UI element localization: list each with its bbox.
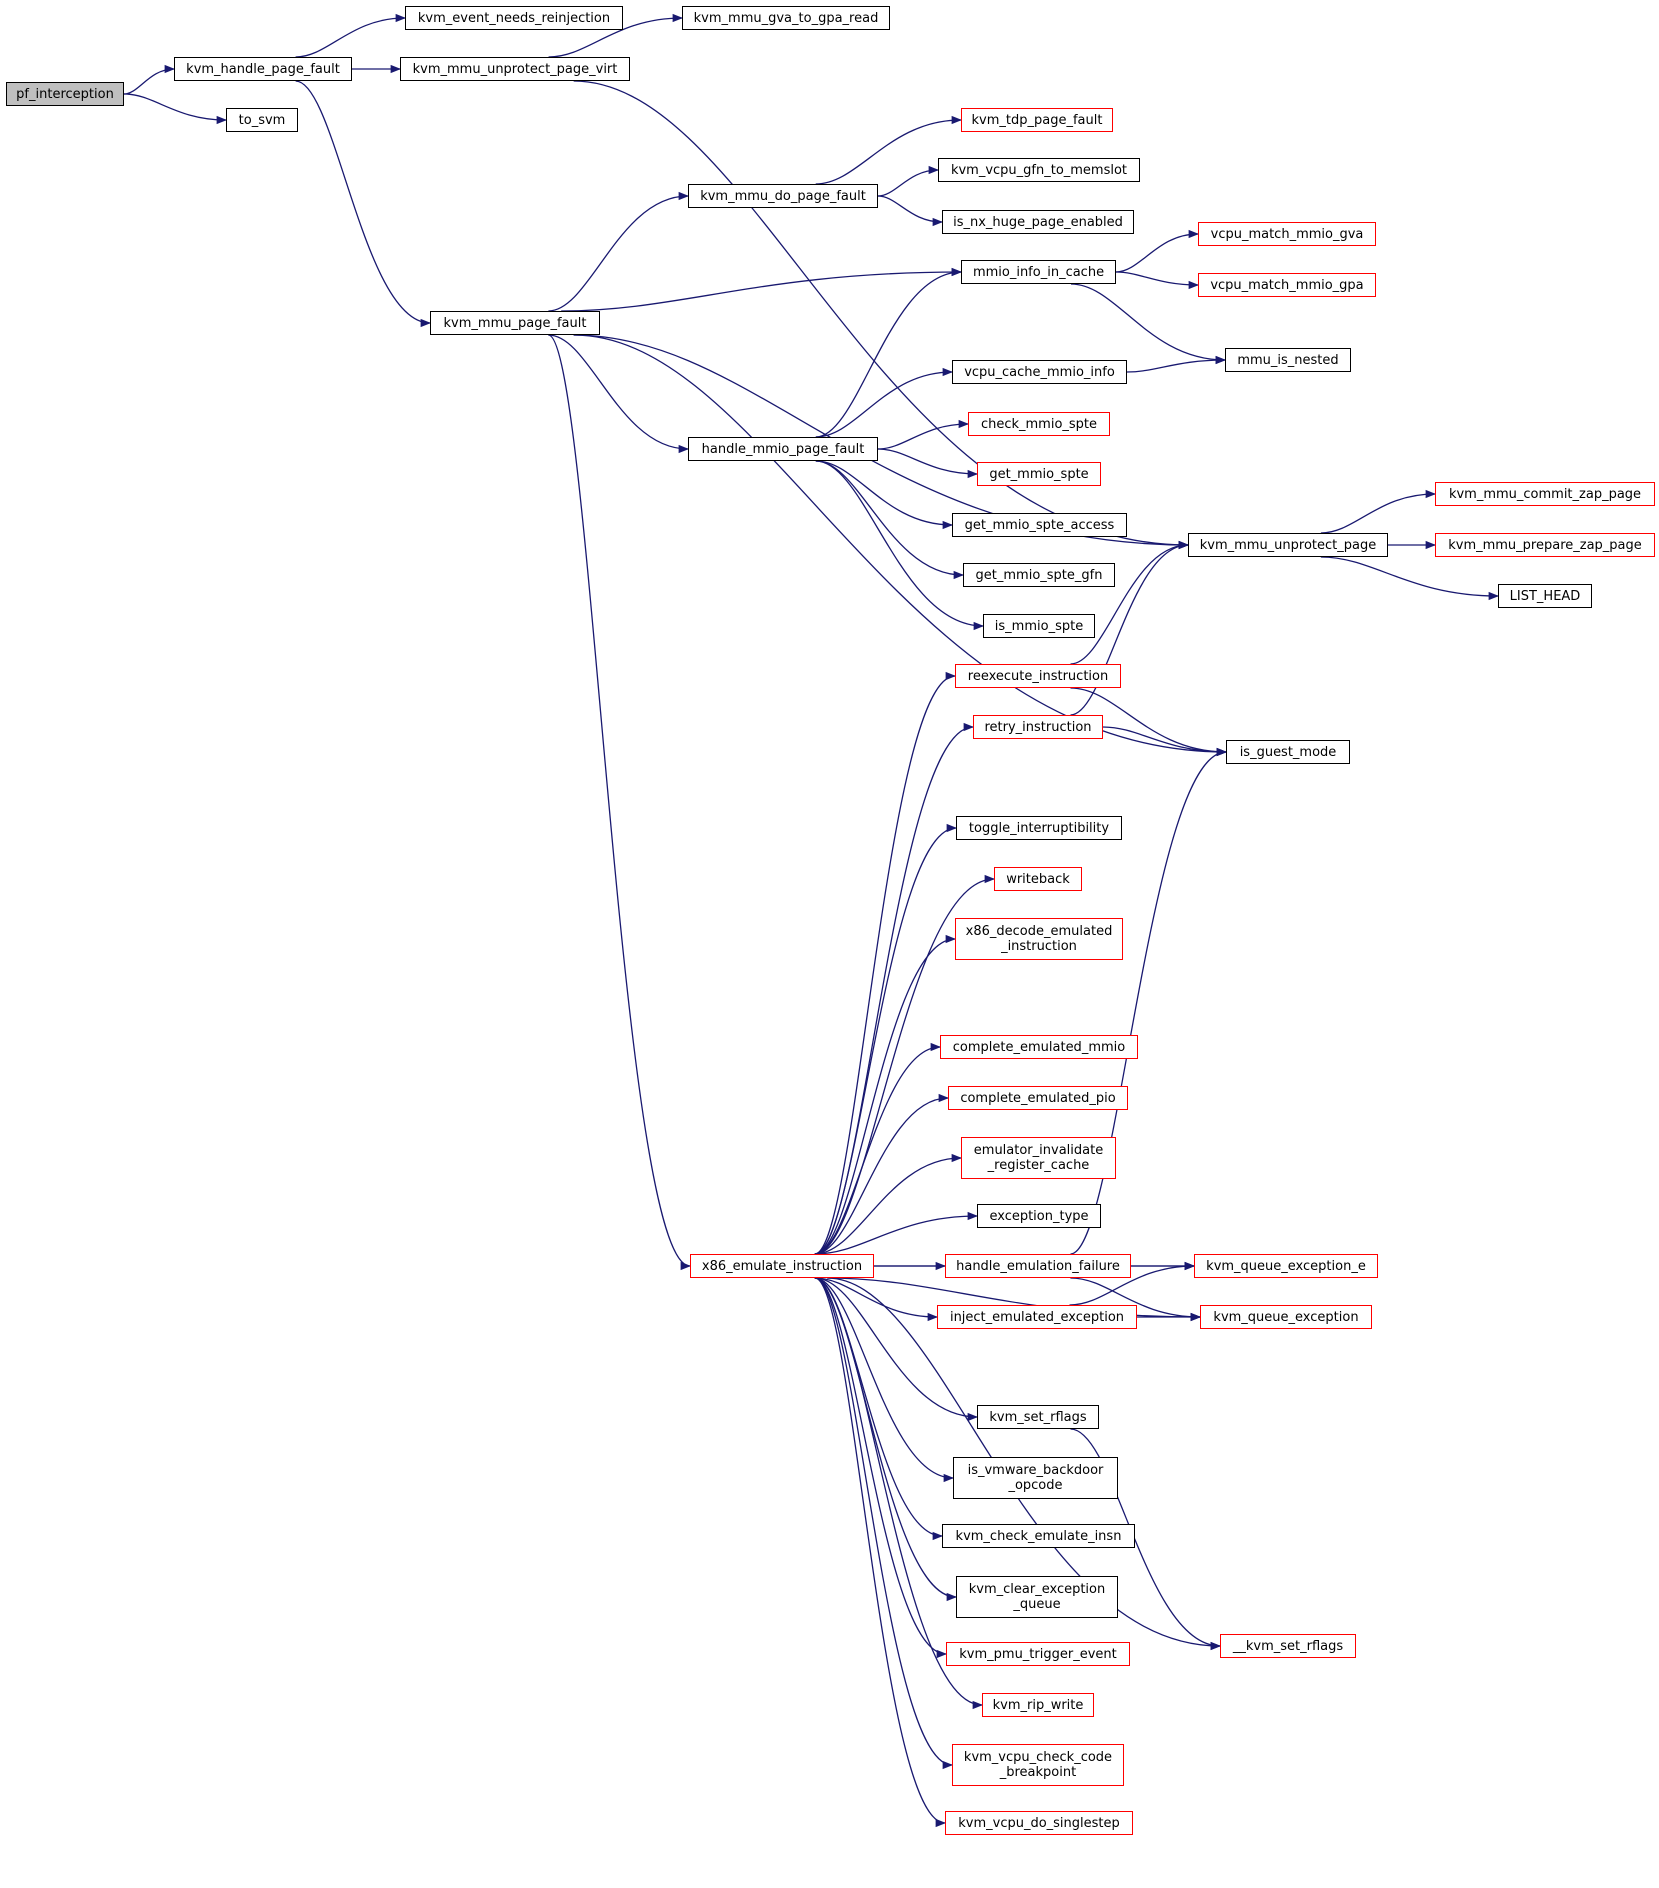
node-complete-emulated-pio[interactable]: complete_emulated_pio (948, 1086, 1128, 1110)
edge-x86-emulate-instruction-to-inject-emulated-exception (814, 1277, 939, 1322)
node-writeback[interactable]: writeback (994, 867, 1082, 891)
node-emulator-invalidate-register-cache[interactable]: emulator_invalidate _register_cache (961, 1137, 1116, 1179)
edge-handle-mmio-page-fault-to-check-mmio-spte (877, 419, 970, 450)
node-kvm-vcpu-check-code-breakpoint[interactable]: kvm_vcpu_check_code _breakpoint (952, 1744, 1124, 1786)
edge-x86-emulate-instruction-to-complete-emulated-mmio (814, 1042, 942, 1255)
node-kvm-clear-exception-queue[interactable]: kvm_clear_exception _queue (956, 1576, 1118, 1618)
node-reexecute-instruction[interactable]: reexecute_instruction (955, 664, 1121, 688)
node-kvm-set-rflags[interactable]: __kvm_set_rflags (1220, 1634, 1356, 1658)
node-is-guest-mode[interactable]: is_guest_mode (1226, 740, 1350, 764)
node-kvm-mmu-prepare-zap-page[interactable]: kvm_mmu_prepare_zap_page (1435, 533, 1655, 557)
node-kvm-rip-write[interactable]: kvm_rip_write (982, 1693, 1094, 1717)
edge-handle-mmio-page-fault-to-mmio-info-in-cache (815, 267, 963, 438)
node-get-mmio-spte-access[interactable]: get_mmio_spte_access (952, 513, 1127, 537)
node-kvm-mmu-commit-zap-page[interactable]: kvm_mmu_commit_zap_page (1435, 482, 1655, 506)
node-handle-mmio-page-fault[interactable]: handle_mmio_page_fault (688, 437, 878, 461)
edge-pf-interception-to-to-svm (123, 93, 228, 125)
node-kvm-pmu-trigger-event[interactable]: kvm_pmu_trigger_event (946, 1642, 1130, 1666)
edge-reexecute-instruction-to-kvm-mmu-unprotect-page (1070, 540, 1190, 665)
edge-handle-mmio-page-fault-to-get-mmio-spte-gfn (815, 460, 965, 580)
edge-x86-emulate-instruction-to-kvm-vcpu-do-singlestep (814, 1277, 947, 1828)
edge-kvm-mmu-unprotect-page-to-LIST-HEAD (1320, 556, 1500, 601)
edge-kvm-mmu-do-page-fault-to-is-nx-huge-page-enabled (877, 195, 944, 227)
edge-inject-emulated-exception-to-kvm-queue-exception-e (1069, 1261, 1196, 1306)
node-complete-emulated-mmio[interactable]: complete_emulated_mmio (940, 1035, 1138, 1059)
node-pf-interception[interactable]: pf_interception (6, 82, 124, 106)
edge-retry-instruction-to-is-guest-mode (1102, 726, 1228, 757)
edge-kvm-handle-page-fault-to-kvm-event-needs-reinjection (295, 13, 407, 58)
node-to-svm[interactable]: to_svm (226, 108, 298, 132)
node-is-vmware-backdoor-opcode[interactable]: is_vmware_backdoor _opcode (953, 1457, 1118, 1499)
edge-handle-emulation-failure-to-kvm-queue-exception (1070, 1277, 1202, 1322)
edge-handle-mmio-page-fault-to-get-mmio-spte (877, 448, 979, 479)
edge-retry-instruction-to-kvm-mmu-unprotect-page (1070, 540, 1190, 716)
node-mmio-info-in-cache[interactable]: mmio_info_in_cache (961, 260, 1116, 284)
edge-kvm-mmu-page-fault-to-mmio-info-in-cache (561, 267, 963, 312)
edge-reexecute-instruction-to-is-guest-mode (1070, 687, 1228, 757)
node-kvm-vcpu-gfn-to-memslot[interactable]: kvm_vcpu_gfn_to_memslot (938, 158, 1140, 182)
node-kvm-queue-exception-e[interactable]: kvm_queue_exception_e (1194, 1254, 1378, 1278)
edge-kvm-mmu-unprotect-page-virt-to-kvm-mmu-gva-to-gpa-read (548, 13, 684, 58)
node-is-mmio-spte[interactable]: is_mmio_spte (983, 614, 1095, 638)
edge-handle-mmio-page-fault-to-get-mmio-spte-access (815, 460, 954, 530)
node-vcpu-match-mmio-gpa[interactable]: vcpu_match_mmio_gpa (1198, 273, 1376, 297)
edge-kvm-mmu-do-page-fault-to-kvm-tdp-page-fault (815, 115, 963, 185)
edge-x86-emulate-instruction-to-kvm-set-rflags (814, 1277, 979, 1422)
node-kvm-set-rflags[interactable]: kvm_set_rflags (977, 1405, 1099, 1429)
edge-vcpu-cache-mmio-info-to-mmu-is-nested (1126, 355, 1227, 373)
edge-x86-emulate-instruction-to-kvm-pmu-trigger-event (814, 1277, 948, 1659)
edge-pf-interception-to-kvm-handle-page-fault (123, 64, 176, 95)
node-kvm-check-emulate-insn[interactable]: kvm_check_emulate_insn (942, 1524, 1135, 1548)
node-inject-emulated-exception[interactable]: inject_emulated_exception (937, 1305, 1137, 1329)
edge-x86-emulate-instruction-to-emulator-invalidate-register-cache (814, 1153, 963, 1255)
edge-kvm-mmu-do-page-fault-to-kvm-vcpu-gfn-to-memslot (877, 165, 940, 197)
edge-mmio-info-in-cache-to-vcpu-match-mmio-gva (1115, 229, 1200, 273)
node-kvm-mmu-do-page-fault[interactable]: kvm_mmu_do_page_fault (688, 184, 878, 208)
node-kvm-mmu-gva-to-gpa-read[interactable]: kvm_mmu_gva_to_gpa_read (682, 6, 890, 30)
node-retry-instruction[interactable]: retry_instruction (973, 715, 1103, 739)
node-kvm-handle-page-fault[interactable]: kvm_handle_page_fault (174, 57, 352, 81)
edge-mmio-info-in-cache-to-mmu-is-nested (1070, 283, 1227, 365)
edge-handle-mmio-page-fault-to-is-mmio-spte (815, 460, 985, 631)
node-kvm-mmu-unprotect-page-virt[interactable]: kvm_mmu_unprotect_page_virt (400, 57, 630, 81)
edge-x86-emulate-instruction-to-writeback (814, 874, 996, 1255)
edge-kvm-mmu-unprotect-page-to-kvm-mmu-commit-zap-page (1320, 489, 1437, 534)
edge-kvm-handle-page-fault-to-kvm-mmu-page-fault (295, 80, 432, 328)
node-check-mmio-spte[interactable]: check_mmio_spte (968, 412, 1110, 436)
edge-kvm-mmu-page-fault-to-x86-emulate-instruction (548, 334, 692, 1271)
edge-x86-emulate-instruction-to-complete-emulated-pio (814, 1093, 950, 1255)
edge-x86-emulate-instruction-to-kvm-vcpu-check-code-breakpoint (814, 1277, 954, 1770)
edge-x86-emulate-instruction-to-kvm-rip-write (814, 1277, 984, 1710)
edge-x86-emulate-instruction-to-exception-type (814, 1211, 979, 1255)
node-toggle-interruptibility[interactable]: toggle_interruptibility (956, 816, 1122, 840)
node-x86-decode-emulated-instruction[interactable]: x86_decode_emulated _instruction (955, 918, 1123, 960)
node-get-mmio-spte[interactable]: get_mmio_spte (977, 462, 1101, 486)
node-kvm-event-needs-reinjection[interactable]: kvm_event_needs_reinjection (405, 6, 623, 30)
edge-x86-emulate-instruction-to-x86-decode-emulated-instruction (814, 934, 957, 1255)
node-mmu-is-nested[interactable]: mmu_is_nested (1225, 348, 1351, 372)
node-get-mmio-spte-gfn[interactable]: get_mmio_spte_gfn (963, 563, 1115, 587)
edge-kvm-mmu-page-fault-to-kvm-mmu-do-page-fault (548, 191, 690, 312)
node-kvm-mmu-page-fault[interactable]: kvm_mmu_page_fault (430, 311, 600, 335)
node-exception-type[interactable]: exception_type (977, 1204, 1101, 1228)
edge-x86-emulate-instruction-to-toggle-interruptibility (814, 823, 958, 1255)
node-kvm-queue-exception[interactable]: kvm_queue_exception (1200, 1305, 1372, 1329)
edge-mmio-info-in-cache-to-vcpu-match-mmio-gpa (1115, 271, 1200, 290)
edge-x86-emulate-instruction-to-retry-instruction (814, 722, 975, 1255)
edge-x86-emulate-instruction-to-kvm-clear-exception-queue (814, 1277, 958, 1602)
node-kvm-tdp-page-fault[interactable]: kvm_tdp_page_fault (961, 108, 1113, 132)
node-x86-emulate-instruction[interactable]: x86_emulate_instruction (690, 1254, 874, 1278)
node-vcpu-cache-mmio-info[interactable]: vcpu_cache_mmio_info (952, 360, 1127, 384)
edge-x86-emulate-instruction-to-is-vmware-backdoor-opcode (814, 1277, 955, 1483)
node-LIST-HEAD[interactable]: LIST_HEAD (1498, 584, 1592, 608)
node-handle-emulation-failure[interactable]: handle_emulation_failure (945, 1254, 1131, 1278)
node-kvm-vcpu-do-singlestep[interactable]: kvm_vcpu_do_singlestep (945, 1811, 1133, 1835)
node-kvm-mmu-unprotect-page[interactable]: kvm_mmu_unprotect_page (1188, 533, 1388, 557)
edge-x86-emulate-instruction-to-reexecute-instruction (814, 671, 957, 1255)
edge-kvm-mmu-page-fault-to-handle-mmio-page-fault (548, 334, 690, 454)
edge-handle-mmio-page-fault-to-vcpu-cache-mmio-info (815, 367, 954, 438)
node-vcpu-match-mmio-gva[interactable]: vcpu_match_mmio_gva (1198, 222, 1376, 246)
node-is-nx-huge-page-enabled[interactable]: is_nx_huge_page_enabled (942, 210, 1134, 234)
